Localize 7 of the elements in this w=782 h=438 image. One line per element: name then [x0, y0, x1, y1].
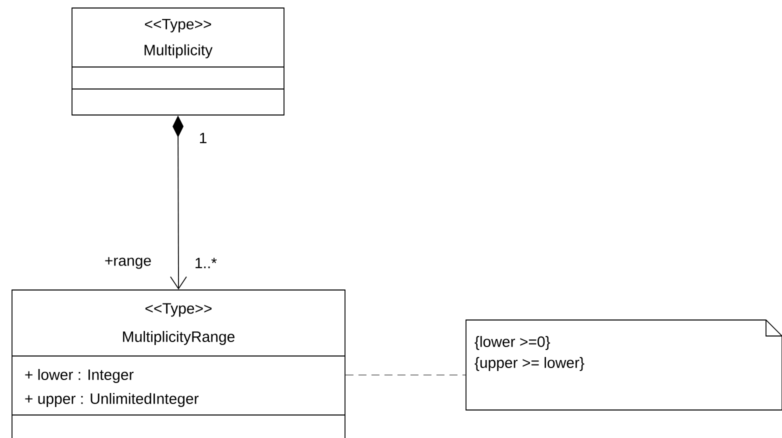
multiplicity-label: +range — [105, 257, 151, 269]
connector — [345, 374, 466, 376]
multiplicity-label: 1 — [200, 132, 206, 144]
note-box: {lower >=0} {upper >= lower} — [466, 320, 782, 410]
class-box: <<Type>> MultiplicityRange + lower : Integer + upper : UnlimitedInteger — [12, 290, 346, 438]
class-box: <<Type>> Multiplicity — [72, 8, 284, 116]
multiplicity-label: 1..* — [196, 258, 217, 268]
